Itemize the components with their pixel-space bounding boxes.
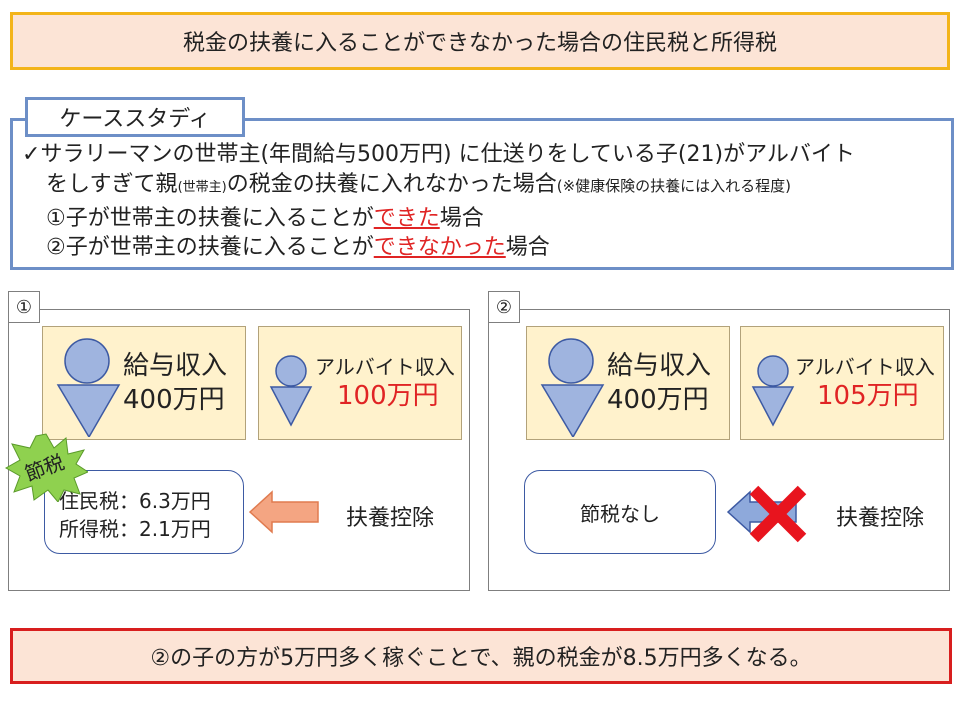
person-icon bbox=[540, 338, 605, 437]
case-line-2: をしすぎて親(世帯主)の税金の扶養に入れなかった場合(※健康保険の扶養には入れる… bbox=[46, 170, 791, 203]
case-line-1-text: サラリーマンの世帯主(年間給与500万円) に仕送りをしている子(21)がアルバ… bbox=[40, 142, 855, 167]
panel-1-result-line2: 所得税：2.1万円 bbox=[59, 517, 211, 541]
case-study-box bbox=[10, 118, 954, 270]
case-line-2-small1: (世帯主) bbox=[177, 180, 227, 195]
person-icon bbox=[751, 355, 795, 427]
case-item-1-red: できた bbox=[373, 206, 440, 231]
conclusion-box: ②の子の方が5万円多く稼ぐことで、親の税金が8.5万円多くなる。 bbox=[10, 628, 952, 684]
panel-1-child-label: アルバイト収入 bbox=[315, 355, 455, 379]
panel-1-parent-label: 給与収入 bbox=[123, 351, 228, 381]
starburst-badge bbox=[4, 433, 88, 502]
arrow-left-icon bbox=[248, 490, 319, 534]
case-item-1a: ①子が世帯主の扶養に入ることが bbox=[46, 206, 374, 231]
panel-1-number: ① bbox=[8, 291, 40, 323]
panel-2-number: ② bbox=[488, 291, 520, 323]
person-icon bbox=[56, 338, 121, 437]
panel-2-child-box: アルバイト収入 105万円 bbox=[740, 326, 944, 440]
panel-1-child-box: アルバイト収入 100万円 bbox=[258, 326, 462, 440]
panel-2-deduction-label: 扶養控除 bbox=[836, 506, 925, 531]
case-line-2a: をしすぎて親 bbox=[46, 172, 178, 197]
panel-2-parent-label: 給与収入 bbox=[607, 351, 712, 381]
case-item-2: ②子が世帯主の扶養に入ることができなかった場合 bbox=[46, 233, 550, 263]
panel-2-result-text: 節税なし bbox=[580, 501, 660, 526]
case-item-2b: 場合 bbox=[505, 235, 550, 260]
panel-1-parent-amount: 400万円 bbox=[123, 385, 225, 415]
cross-icon bbox=[749, 485, 807, 543]
panel-1-result-line1: 住民税：6.3万円 bbox=[59, 489, 211, 513]
panel-1-number-text: ① bbox=[15, 296, 33, 318]
panel-1-badge: 節税 bbox=[4, 432, 88, 502]
panel-2-child-label: アルバイト収入 bbox=[795, 355, 935, 379]
case-item-2-red: できなかった bbox=[373, 235, 506, 260]
case-item-1: ①子が世帯主の扶養に入ることができた場合 bbox=[46, 204, 484, 234]
panel-2-number-text: ② bbox=[495, 296, 513, 318]
conclusion-text: ②の子の方が5万円多く稼ぐことで、親の税金が8.5万円多くなる。 bbox=[150, 646, 812, 671]
panel-2-child-amount: 105万円 bbox=[817, 381, 919, 411]
case-line-2-small2: (※健康保険の扶養には入れる程度) bbox=[556, 177, 792, 195]
case-study-tab-label: ケーススタディ bbox=[59, 107, 211, 132]
panel-1-result-box: 住民税：6.3万円 所得税：2.1万円 bbox=[44, 470, 244, 554]
case-line-2b: の税金の扶養に入れなかった場合 bbox=[226, 172, 557, 197]
panel-2-parent-amount: 400万円 bbox=[607, 385, 709, 415]
page-title: 税金の扶養に入ることができなかった場合の住民税と所得税 bbox=[10, 12, 950, 70]
case-item-2a: ②子が世帯主の扶養に入ることが bbox=[46, 235, 374, 260]
panel-2-result-box: 節税なし bbox=[524, 470, 716, 554]
panel-1-deduction-label: 扶養控除 bbox=[346, 506, 435, 531]
case-item-1b: 場合 bbox=[439, 206, 484, 231]
check-icon: ✓ bbox=[22, 142, 41, 167]
panel-1-parent-box: 給与収入 400万円 bbox=[42, 326, 246, 440]
panel-2-parent-box: 給与収入 400万円 bbox=[526, 326, 730, 440]
person-icon bbox=[269, 355, 313, 427]
title-text: 税金の扶養に入ることができなかった場合の住民税と所得税 bbox=[182, 31, 777, 56]
case-study-tab: ケーススタディ bbox=[25, 97, 245, 137]
panel-1-child-amount: 100万円 bbox=[337, 381, 439, 411]
case-line-1: ✓サラリーマンの世帯主(年間給与500万円) に仕送りをしている子(21)がアル… bbox=[22, 140, 855, 170]
